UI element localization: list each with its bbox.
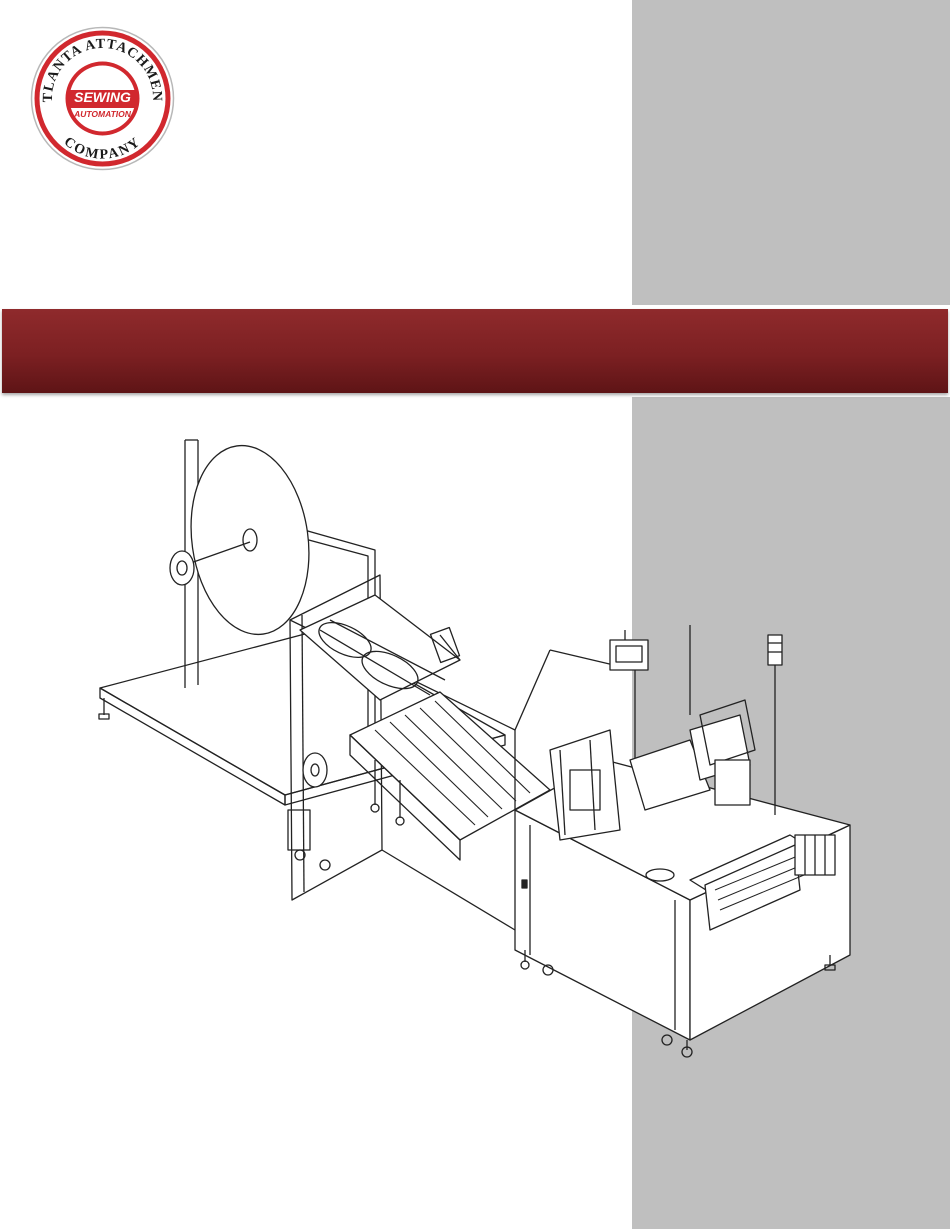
- title-bar: [0, 305, 950, 397]
- company-logo: ATLANTA ATTACHMENT COMPANY SEWING AUTOMA…: [30, 26, 175, 171]
- logo-center-line-1: SEWING: [74, 89, 131, 105]
- automated-sewing-machine-icon: [90, 430, 880, 1070]
- title-bar-band: [2, 309, 948, 393]
- logo-center-line-2: AUTOMATION: [73, 109, 132, 119]
